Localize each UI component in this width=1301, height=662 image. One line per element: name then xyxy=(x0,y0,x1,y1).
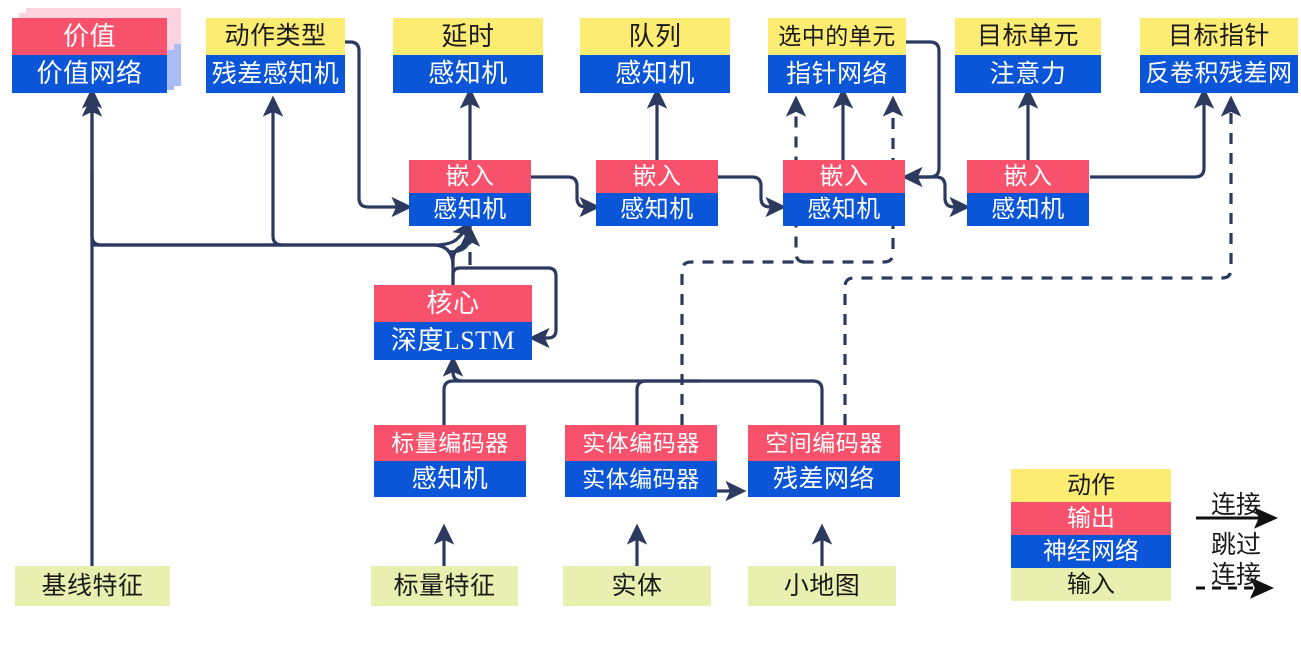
legend: 动作 输出 神经网络 输入 xyxy=(1011,469,1171,601)
node-selected-units[interactable]: 选中的单元 指针网络 xyxy=(768,18,906,93)
node-input-entities-label: 实体 xyxy=(563,566,711,606)
node-spatial-encoder[interactable]: 空间编码器 残差网络 xyxy=(748,425,900,497)
node-queue[interactable]: 队列 感知机 xyxy=(580,18,730,93)
node-embed-4-output: 嵌入 xyxy=(967,160,1089,193)
node-embed-2-network: 感知机 xyxy=(596,193,718,226)
node-delay-network: 感知机 xyxy=(393,55,543,93)
node-embed-1-network: 感知机 xyxy=(409,193,531,226)
node-entity-encoder-network: 实体编码器 xyxy=(565,461,717,497)
node-spatial-encoder-network: 残差网络 xyxy=(748,461,900,497)
node-delay[interactable]: 延时 感知机 xyxy=(393,18,543,93)
legend-swatch-action: 动作 xyxy=(1011,469,1171,502)
node-embed-3[interactable]: 嵌入 感知机 xyxy=(783,160,905,226)
node-queue-network: 感知机 xyxy=(580,55,730,93)
node-value-network: 价值网络 xyxy=(12,55,167,93)
node-embed-3-network: 感知机 xyxy=(783,193,905,226)
node-embed-1[interactable]: 嵌入 感知机 xyxy=(409,160,531,226)
node-input-minimap[interactable]: 小地图 xyxy=(748,566,896,606)
node-core[interactable]: 核心 深度LSTM xyxy=(374,285,532,360)
legend-swatch-input: 输入 xyxy=(1011,568,1171,601)
node-target-unit[interactable]: 目标单元 注意力 xyxy=(955,18,1101,93)
node-input-baseline-features-label: 基线特征 xyxy=(15,566,170,606)
node-action-type[interactable]: 动作类型 残差感知机 xyxy=(206,18,345,93)
legend-edge-label-connection: 连接 xyxy=(1210,492,1261,519)
node-target-point[interactable]: 目标指针 反卷积残差网 xyxy=(1140,18,1298,93)
node-entity-encoder-output: 实体编码器 xyxy=(565,425,717,461)
node-target-unit-network: 注意力 xyxy=(955,55,1101,93)
legend-swatch-network: 神经网络 xyxy=(1011,535,1171,568)
node-action-type-network: 残差感知机 xyxy=(206,55,345,93)
node-scalar-encoder-network: 感知机 xyxy=(374,461,526,497)
node-input-baseline-features[interactable]: 基线特征 xyxy=(15,566,170,606)
node-input-scalar-features-label: 标量特征 xyxy=(371,566,518,606)
node-scalar-encoder-output: 标量编码器 xyxy=(374,425,526,461)
node-selected-units-action: 选中的单元 xyxy=(768,18,906,55)
node-embed-4-network: 感知机 xyxy=(967,193,1089,226)
node-core-output: 核心 xyxy=(374,285,532,322)
node-embed-3-output: 嵌入 xyxy=(783,160,905,193)
node-selected-units-network: 指针网络 xyxy=(768,55,906,93)
legend-edge-label-skip-line2: 连接 xyxy=(1210,562,1261,589)
node-target-point-network: 反卷积残差网 xyxy=(1140,55,1298,93)
node-embed-2[interactable]: 嵌入 感知机 xyxy=(596,160,718,226)
node-delay-action: 延时 xyxy=(393,18,543,55)
node-embed-4[interactable]: 嵌入 感知机 xyxy=(967,160,1089,226)
node-queue-action: 队列 xyxy=(580,18,730,55)
node-target-point-action: 目标指针 xyxy=(1140,18,1298,55)
node-target-unit-action: 目标单元 xyxy=(955,18,1101,55)
node-input-minimap-label: 小地图 xyxy=(748,566,896,606)
node-value[interactable]: 价值 价值网络 xyxy=(12,18,167,93)
node-value-action: 价值 xyxy=(12,18,167,55)
node-core-network: 深度LSTM xyxy=(374,322,532,360)
node-input-scalar-features[interactable]: 标量特征 xyxy=(371,566,518,606)
node-input-entities[interactable]: 实体 xyxy=(563,566,711,606)
legend-swatch-output: 输出 xyxy=(1011,502,1171,535)
node-entity-encoder[interactable]: 实体编码器 实体编码器 xyxy=(565,425,717,497)
legend-edge-label-skip-line1: 跳过 xyxy=(1210,532,1261,559)
node-embed-2-output: 嵌入 xyxy=(596,160,718,193)
node-scalar-encoder[interactable]: 标量编码器 感知机 xyxy=(374,425,526,497)
node-spatial-encoder-output: 空间编码器 xyxy=(748,425,900,461)
node-action-type-action: 动作类型 xyxy=(206,18,345,55)
node-embed-1-output: 嵌入 xyxy=(409,160,531,193)
